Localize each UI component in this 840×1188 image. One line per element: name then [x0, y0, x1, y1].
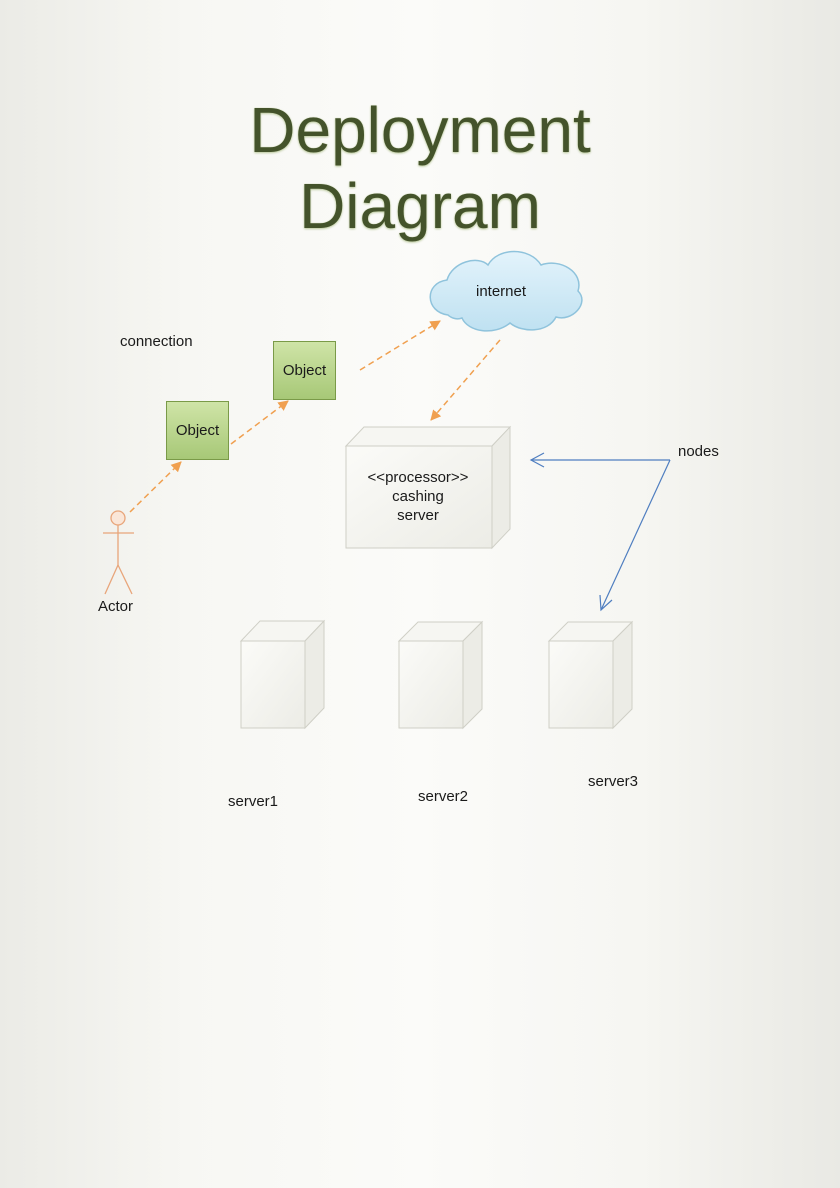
processor-name-line-1: cashing	[392, 488, 444, 505]
connector-object1-to-object2	[230, 400, 289, 445]
server2-label: server2	[418, 788, 469, 805]
connector-internet-to-server	[430, 339, 501, 421]
object-box-2[interactable]: Object	[273, 341, 336, 400]
processor-name-line-2: server	[397, 507, 439, 524]
processor-node-box	[344, 425, 512, 550]
object-label-2: Object	[282, 362, 327, 379]
internet-label: internet	[476, 283, 527, 300]
nodes-label: nodes	[678, 443, 719, 460]
actor-figure	[103, 510, 134, 595]
connector-actor-to-object1	[129, 461, 182, 513]
object-box-1[interactable]: Object	[166, 401, 229, 460]
object-label-1: Object	[175, 422, 220, 439]
server3-node-box	[547, 620, 634, 730]
server1-label: server1	[228, 793, 279, 810]
nodes-arrows	[529, 452, 671, 612]
diagram-title: Deployment Diagram	[0, 92, 840, 244]
server1-node-box	[239, 619, 326, 730]
title-line-2: Diagram	[299, 170, 541, 242]
connection-label: connection	[120, 333, 193, 350]
actor-label: Actor	[98, 598, 134, 615]
server2-node-box	[397, 620, 484, 730]
server3-label: server3	[588, 773, 639, 790]
connector-object2-to-internet	[359, 320, 441, 371]
title-line-1: Deployment	[249, 94, 591, 166]
processor-stereotype: <<processor>>	[367, 469, 469, 486]
processor-node-text: <<processor>> cashing server	[346, 468, 490, 525]
internet-cloud-shape	[429, 250, 583, 332]
